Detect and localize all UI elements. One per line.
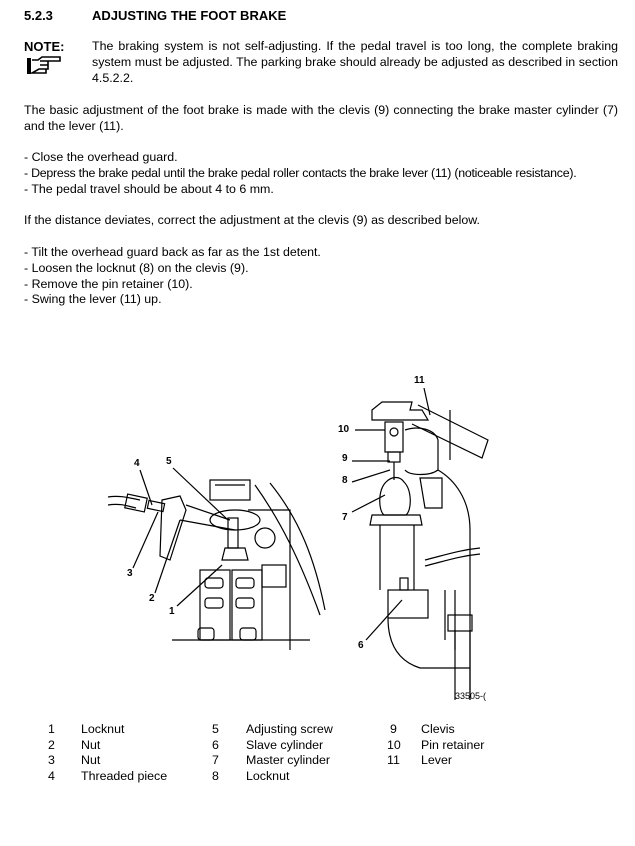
legend-num: 5 — [212, 722, 219, 736]
legend-label: Locknut — [81, 722, 125, 736]
callout-1: 1 — [169, 606, 175, 617]
legend-num: 10 — [387, 738, 401, 752]
callout-8: 8 — [342, 475, 348, 486]
brake-illustration — [107, 387, 489, 700]
legend-label: Pin retainer — [421, 738, 485, 752]
legend-label: Locknut — [246, 769, 290, 783]
callout-6: 6 — [358, 640, 364, 651]
legend-label: Slave cylinder — [246, 738, 324, 752]
deviation-paragraph: If the distance deviates, correct the ad… — [24, 213, 480, 227]
legend-num: 6 — [212, 738, 219, 752]
legend-label: Nut — [81, 753, 101, 767]
list-item: - Remove the pin retainer (10). — [24, 276, 193, 291]
legend-num: 11 — [387, 753, 400, 767]
legend-num: 9 — [390, 722, 397, 736]
legend-label: Clevis — [421, 722, 455, 736]
section-number: 5.2.3 — [24, 8, 53, 23]
legend-label: Lever — [421, 753, 452, 767]
callout-4: 4 — [134, 458, 140, 469]
callout-10: 10 — [338, 424, 350, 435]
list-item: - The pedal travel should be about 4 to … — [24, 181, 274, 196]
note-label: NOTE: — [24, 39, 65, 54]
list-item: - Depress the brake pedal until the brak… — [24, 165, 577, 180]
list-item: - Swing the lever (11) up. — [24, 292, 162, 307]
legend-num: 7 — [212, 753, 219, 767]
pointing-hand-icon — [27, 56, 61, 74]
legend-num: 2 — [48, 738, 55, 752]
legend-num: 4 — [48, 769, 55, 783]
intro-paragraph: The basic adjustment of the foot brake i… — [24, 103, 618, 133]
legend-num: 1 — [48, 722, 55, 736]
callout-2: 2 — [149, 593, 155, 604]
legend-label: Adjusting screw — [246, 722, 333, 736]
legend-label: Master cylinder — [246, 753, 331, 767]
legend-label: Nut — [81, 738, 101, 752]
list-item: - Loosen the locknut (8) on the clevis (… — [24, 260, 249, 275]
callout-11: 11 — [414, 375, 425, 386]
steps-list-1: - Close the overhead guard. - Depress th… — [24, 150, 624, 197]
section-title: ADJUSTING THE FOOT BRAKE — [92, 8, 287, 23]
figure-code: 33505-( — [455, 691, 487, 701]
callout-9: 9 — [342, 453, 348, 464]
list-item: - Close the overhead guard. — [24, 150, 178, 164]
legend-num: 3 — [48, 753, 55, 767]
steps-list-2: - Tilt the overhead guard back as far as… — [24, 245, 321, 308]
list-item: - Tilt the overhead guard back as far as… — [24, 245, 321, 259]
callout-3: 3 — [127, 568, 133, 579]
callout-5: 5 — [166, 456, 172, 467]
legend-label: Threaded piece — [81, 769, 168, 783]
legend-num: 8 — [212, 769, 219, 783]
note-text: The braking system is not self-adjusting… — [92, 39, 618, 85]
callout-7: 7 — [342, 512, 348, 523]
